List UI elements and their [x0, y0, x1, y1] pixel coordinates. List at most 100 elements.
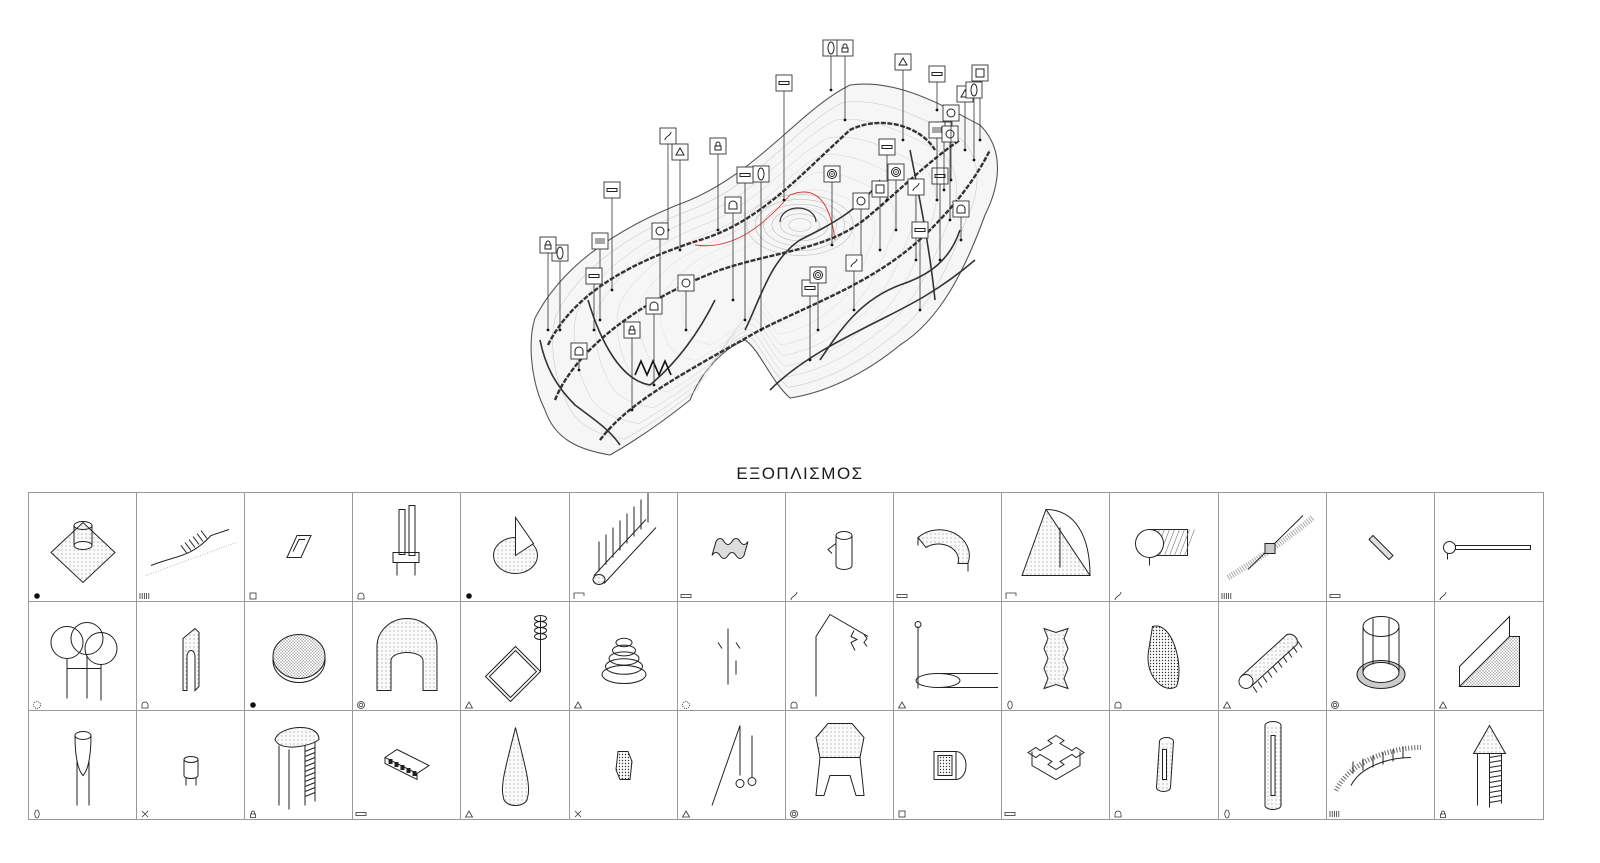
- caged-tube-icon: [592, 493, 657, 585]
- symbol-s-curve-icon: [1114, 591, 1122, 601]
- equipment-cell: [785, 492, 894, 602]
- symbol-dot-icon: [250, 702, 256, 708]
- symbol-arch-icon: [1114, 810, 1122, 818]
- map-marker-circle: [942, 104, 960, 182]
- equipment-cell: [460, 710, 570, 820]
- spiral-frame-icon: [484, 615, 547, 703]
- swing-frame-icon: [815, 613, 869, 697]
- small-cylinder-icon: [183, 756, 199, 786]
- map-marker-triangle: [671, 143, 689, 252]
- equipment-cell: [1109, 710, 1219, 820]
- small-beam-icon: [1368, 534, 1394, 561]
- equipment-title: ΕΞΟΠΛΙΣΜΟΣ: [736, 464, 864, 483]
- arch-slide-icon: [182, 627, 200, 692]
- equipment-cell: [244, 710, 353, 820]
- triangle-frame-icon: [1021, 508, 1091, 576]
- equipment-cell: [352, 710, 461, 820]
- map-marker-square: [871, 180, 889, 252]
- map-marker-dash: [603, 181, 621, 292]
- map-marker-dash: [585, 267, 603, 332]
- symbol-arch-icon: [141, 701, 149, 709]
- wavy-block-icon: [711, 538, 749, 559]
- castle-plan-icon: [1027, 734, 1085, 781]
- equipment-cell: [460, 492, 570, 602]
- symbol-sun-icon: [682, 701, 690, 709]
- map-marker-triangle: [894, 53, 912, 142]
- symbol-arch-icon: [790, 701, 798, 709]
- hanging-poles-icon: [717, 628, 741, 685]
- zigzag-column-icon: [1043, 627, 1069, 690]
- symbol-triangle-icon: [464, 810, 474, 818]
- equipment-cell: [569, 601, 678, 711]
- map-marker-arch: [645, 297, 663, 387]
- symbol-corner-icon: [573, 592, 585, 599]
- equipment-cell: [136, 710, 245, 820]
- symbol-dash-icon: [355, 812, 367, 816]
- equipment-cell: [136, 492, 245, 602]
- terrain-contours: [530, 83, 998, 456]
- map-marker-arch: [570, 342, 588, 372]
- map-marker-arch: [952, 200, 970, 242]
- map-marker-spiral: [809, 266, 827, 332]
- equipment-cell: [352, 492, 461, 602]
- map-marker-bars: [591, 232, 609, 322]
- symbol-cross-icon: [574, 810, 582, 818]
- symbol-bars-icon: [1221, 593, 1232, 599]
- symbol-lock-icon: [250, 810, 256, 818]
- cone-rings-icon: [601, 637, 647, 684]
- symbol-dash-icon: [896, 594, 908, 598]
- equipment-cell: [569, 710, 678, 820]
- equipment-cell: [677, 601, 786, 711]
- equipment-cell: [1001, 492, 1110, 602]
- cone-drop-icon: [501, 727, 530, 806]
- equipment-cell: [893, 492, 1002, 602]
- symbol-triangle-icon: [681, 810, 691, 818]
- leaning-tube-icon: [1155, 737, 1174, 792]
- map-marker-bars: [928, 121, 946, 202]
- symbol-arch-icon: [1114, 701, 1122, 709]
- equipment-cell: [893, 710, 1002, 820]
- roof-hut-icon: [1472, 724, 1507, 808]
- tree-canopy-icon: [50, 622, 118, 701]
- wedge-board-icon: [286, 535, 312, 558]
- stair-bridge-icon: [145, 529, 237, 576]
- site-plan-map: [530, 39, 998, 456]
- rope-bridge-icon: [1226, 515, 1315, 581]
- map-marker-s-curve: [845, 254, 863, 312]
- diagonal-pole-icon: [711, 725, 757, 806]
- map-marker-dash: [775, 74, 793, 202]
- symbol-spiral-icon: [790, 810, 798, 818]
- map-marker-circle: [651, 222, 669, 302]
- symbol-dash-icon: [680, 594, 692, 598]
- tower-ladder-icon: [274, 726, 320, 810]
- symbol-triangle-icon: [897, 701, 907, 709]
- map-marker-spiral: [887, 163, 905, 232]
- log-roller-icon: [1238, 633, 1303, 693]
- lollipop-rod-icon: [1443, 541, 1531, 560]
- equipment-cell: [893, 601, 1002, 711]
- map-marker-circle: [941, 125, 959, 222]
- equipment-cell: [785, 710, 894, 820]
- symbol-dot-icon: [34, 593, 40, 599]
- equipment-cell: [1434, 492, 1544, 602]
- cylinder-handle-icon: [827, 531, 853, 570]
- equipment-cell: [1001, 601, 1110, 711]
- curved-bench-icon: [917, 529, 970, 572]
- symbol-dash-icon: [1329, 594, 1341, 598]
- symbol-cross-icon: [141, 810, 149, 818]
- equipment-cell: [1326, 492, 1435, 602]
- equipment-cell: [1109, 492, 1219, 602]
- circle-panel-icon: [1135, 529, 1195, 566]
- bench-block-icon: [384, 748, 430, 781]
- map-marker-s-curve: [659, 127, 677, 232]
- pole-track-icon: [914, 621, 998, 689]
- mesh-disc-icon: [272, 634, 326, 683]
- symbol-sun-icon: [33, 701, 41, 709]
- equipment-cell: [1326, 710, 1435, 820]
- map-marker-circle: [677, 274, 695, 332]
- equipment-cell: [1001, 710, 1110, 820]
- map-marker-spiral: [823, 165, 841, 247]
- map-marker-oval: [752, 165, 770, 332]
- hex-pavilion-icon: [815, 723, 865, 796]
- tall-tube-icon: [1264, 721, 1282, 810]
